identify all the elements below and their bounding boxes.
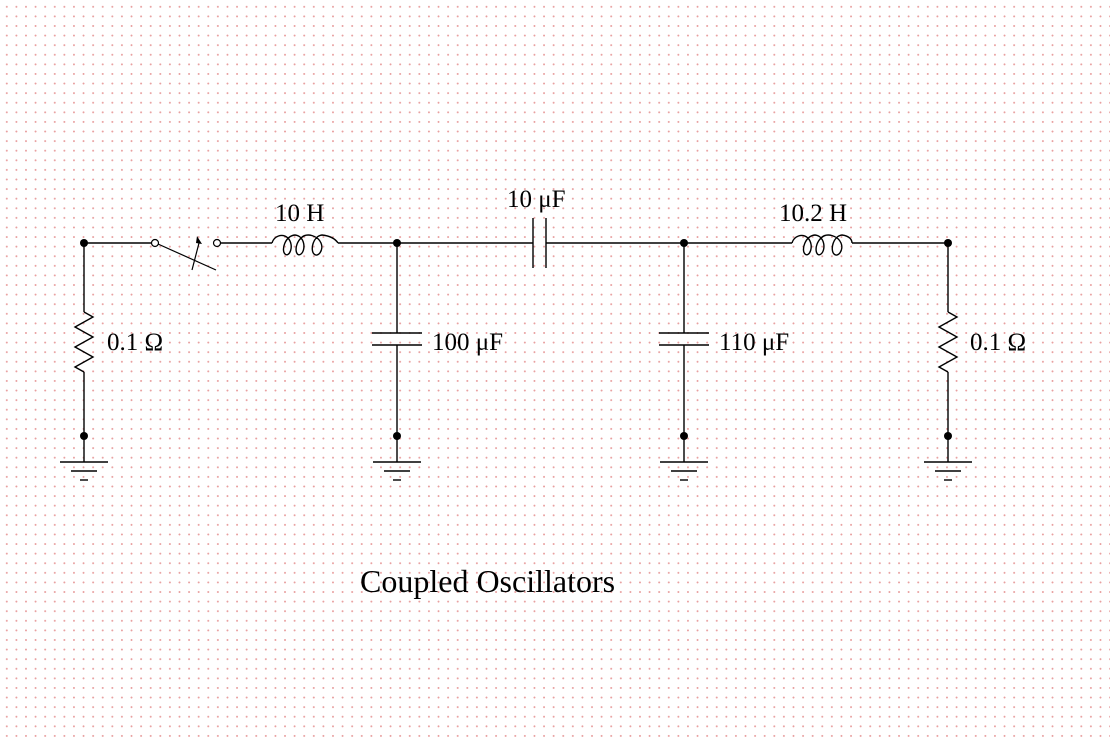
- coupling-capacitor-label: 10 μF: [507, 186, 566, 213]
- right-resistor-branch: [924, 243, 972, 481]
- right-resistor-label: 0.1 Ω: [970, 329, 1026, 356]
- ground-symbol-1: [60, 461, 108, 481]
- right-inductor-label: 10.2 H: [779, 200, 847, 227]
- left-inductor: [271, 234, 339, 256]
- ground-symbol-4: [924, 461, 972, 481]
- left-resistor-branch: [60, 243, 108, 481]
- coupling-capacitor: [532, 218, 547, 268]
- shunt-capacitor-2-label: 110 μF: [719, 329, 789, 356]
- diagram-title: Coupled Oscillators: [360, 563, 615, 599]
- shunt-capacitor-1-label: 100 μF: [432, 329, 503, 356]
- shunt-capacitor-1: [372, 243, 422, 481]
- right-resistor: [937, 311, 959, 373]
- left-inductor-label: 10 H: [275, 200, 324, 227]
- ground-symbol-3: [660, 461, 708, 481]
- shunt-capacitor-2: [659, 243, 709, 481]
- junction-nodes: [80, 239, 952, 440]
- left-resistor: [73, 311, 95, 373]
- left-resistor-label: 0.1 Ω: [107, 329, 163, 356]
- ground-symbol-2: [373, 461, 421, 481]
- right-inductor: [791, 234, 853, 256]
- switch: [150, 236, 222, 271]
